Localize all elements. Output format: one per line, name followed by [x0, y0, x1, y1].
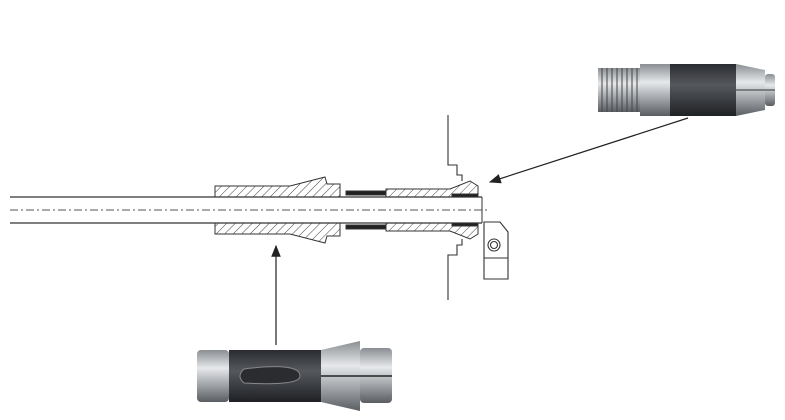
- spindle-nose: [447, 115, 463, 300]
- collet-photo-top: [598, 64, 775, 116]
- arrow-top-collet: [488, 117, 689, 184]
- screw-icon: [487, 238, 501, 252]
- collet-photo-bottom: [197, 341, 392, 411]
- bar-stock: [10, 196, 488, 224]
- tool-holder: [483, 221, 509, 280]
- collet-section: [345, 180, 479, 240]
- draw-tube: [214, 176, 341, 244]
